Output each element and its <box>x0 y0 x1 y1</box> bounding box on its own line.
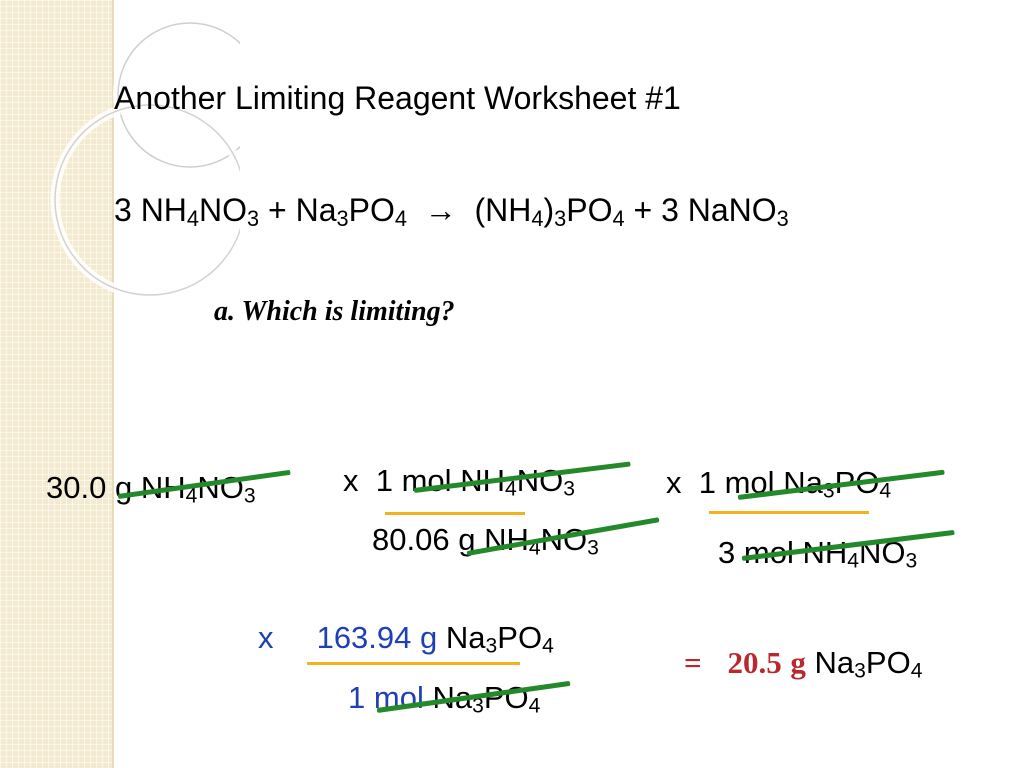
arrow-icon: → <box>424 192 457 228</box>
start-unit: g <box>114 470 133 505</box>
step3-denominator: 1 mol Na3PO4 <box>348 680 540 717</box>
step3-num-unit: g <box>420 620 438 655</box>
subscript: 3 <box>247 205 260 231</box>
subscript: 4 <box>394 205 407 231</box>
step1-numerator: x 1 mol NH4NO3 <box>343 463 575 500</box>
plus-sign: + <box>268 192 287 228</box>
reactant-1-coefficient: 3 <box>114 192 132 228</box>
question-a: a. Which is limiting? <box>214 296 455 327</box>
page-title: Another Limiting Reagent Worksheet #1 <box>114 80 681 116</box>
times-sign: x <box>666 465 682 500</box>
step1-num-value: 1 <box>375 463 393 498</box>
step1-den-unit: g <box>458 522 476 557</box>
step3-num-formula: Na3PO4 <box>445 620 554 658</box>
step2-fraction-bar <box>709 511 869 514</box>
step3-numerator: x 163.94 g Na3PO4 <box>258 620 554 658</box>
times-sign: x <box>258 620 274 655</box>
step1-den-value: 80.06 <box>372 522 450 557</box>
step1-num-unit: mol <box>401 463 452 498</box>
reactant-1-group: NO <box>199 192 248 228</box>
subscript: 3 <box>336 205 349 231</box>
reactant-1-element: NH <box>140 192 187 228</box>
step2-den-value: 3 <box>718 535 736 570</box>
step3-den-value: 1 <box>348 680 366 715</box>
result-formula: Na3PO4 <box>814 645 923 683</box>
start-quantity: 30.0 g NH4NO3 <box>46 470 256 507</box>
plus-sign: + <box>633 192 653 228</box>
subscript: 4 <box>531 205 544 231</box>
step1-fraction-bar <box>385 512 525 515</box>
step3-num-value: 163.94 <box>316 620 412 655</box>
subscript: 4 <box>612 205 625 231</box>
product-1-close: ) <box>543 192 555 228</box>
reactant-2-group: PO <box>348 192 395 228</box>
subscript: 3 <box>554 205 567 231</box>
times-sign: x <box>343 463 359 498</box>
result-unit: g <box>790 645 806 680</box>
subscript: 4 <box>186 205 200 231</box>
chemical-equation: 3 NH4NO3 + Na3PO4 → (NH4)3PO4 + 3 NaNO3 <box>114 192 789 229</box>
result: = 20.5 g Na3PO4 <box>684 645 923 683</box>
product-1-open: (NH <box>474 192 532 228</box>
subscript: 3 <box>776 205 789 231</box>
step3-fraction-bar <box>307 662 520 665</box>
product-2-formula: NaNO <box>687 192 777 228</box>
start-value: 30.0 <box>46 470 107 505</box>
step1-denominator: 80.06 g NH4NO3 <box>372 522 599 559</box>
equals-sign: = <box>684 645 702 680</box>
reactant-2-element: Na <box>295 192 337 228</box>
step2-num-value: 1 <box>698 465 716 500</box>
result-value: 20.5 <box>727 645 782 680</box>
decorative-arcs <box>50 18 240 300</box>
product-1-group: PO <box>566 192 613 228</box>
product-2-coefficient: 3 <box>661 192 679 228</box>
